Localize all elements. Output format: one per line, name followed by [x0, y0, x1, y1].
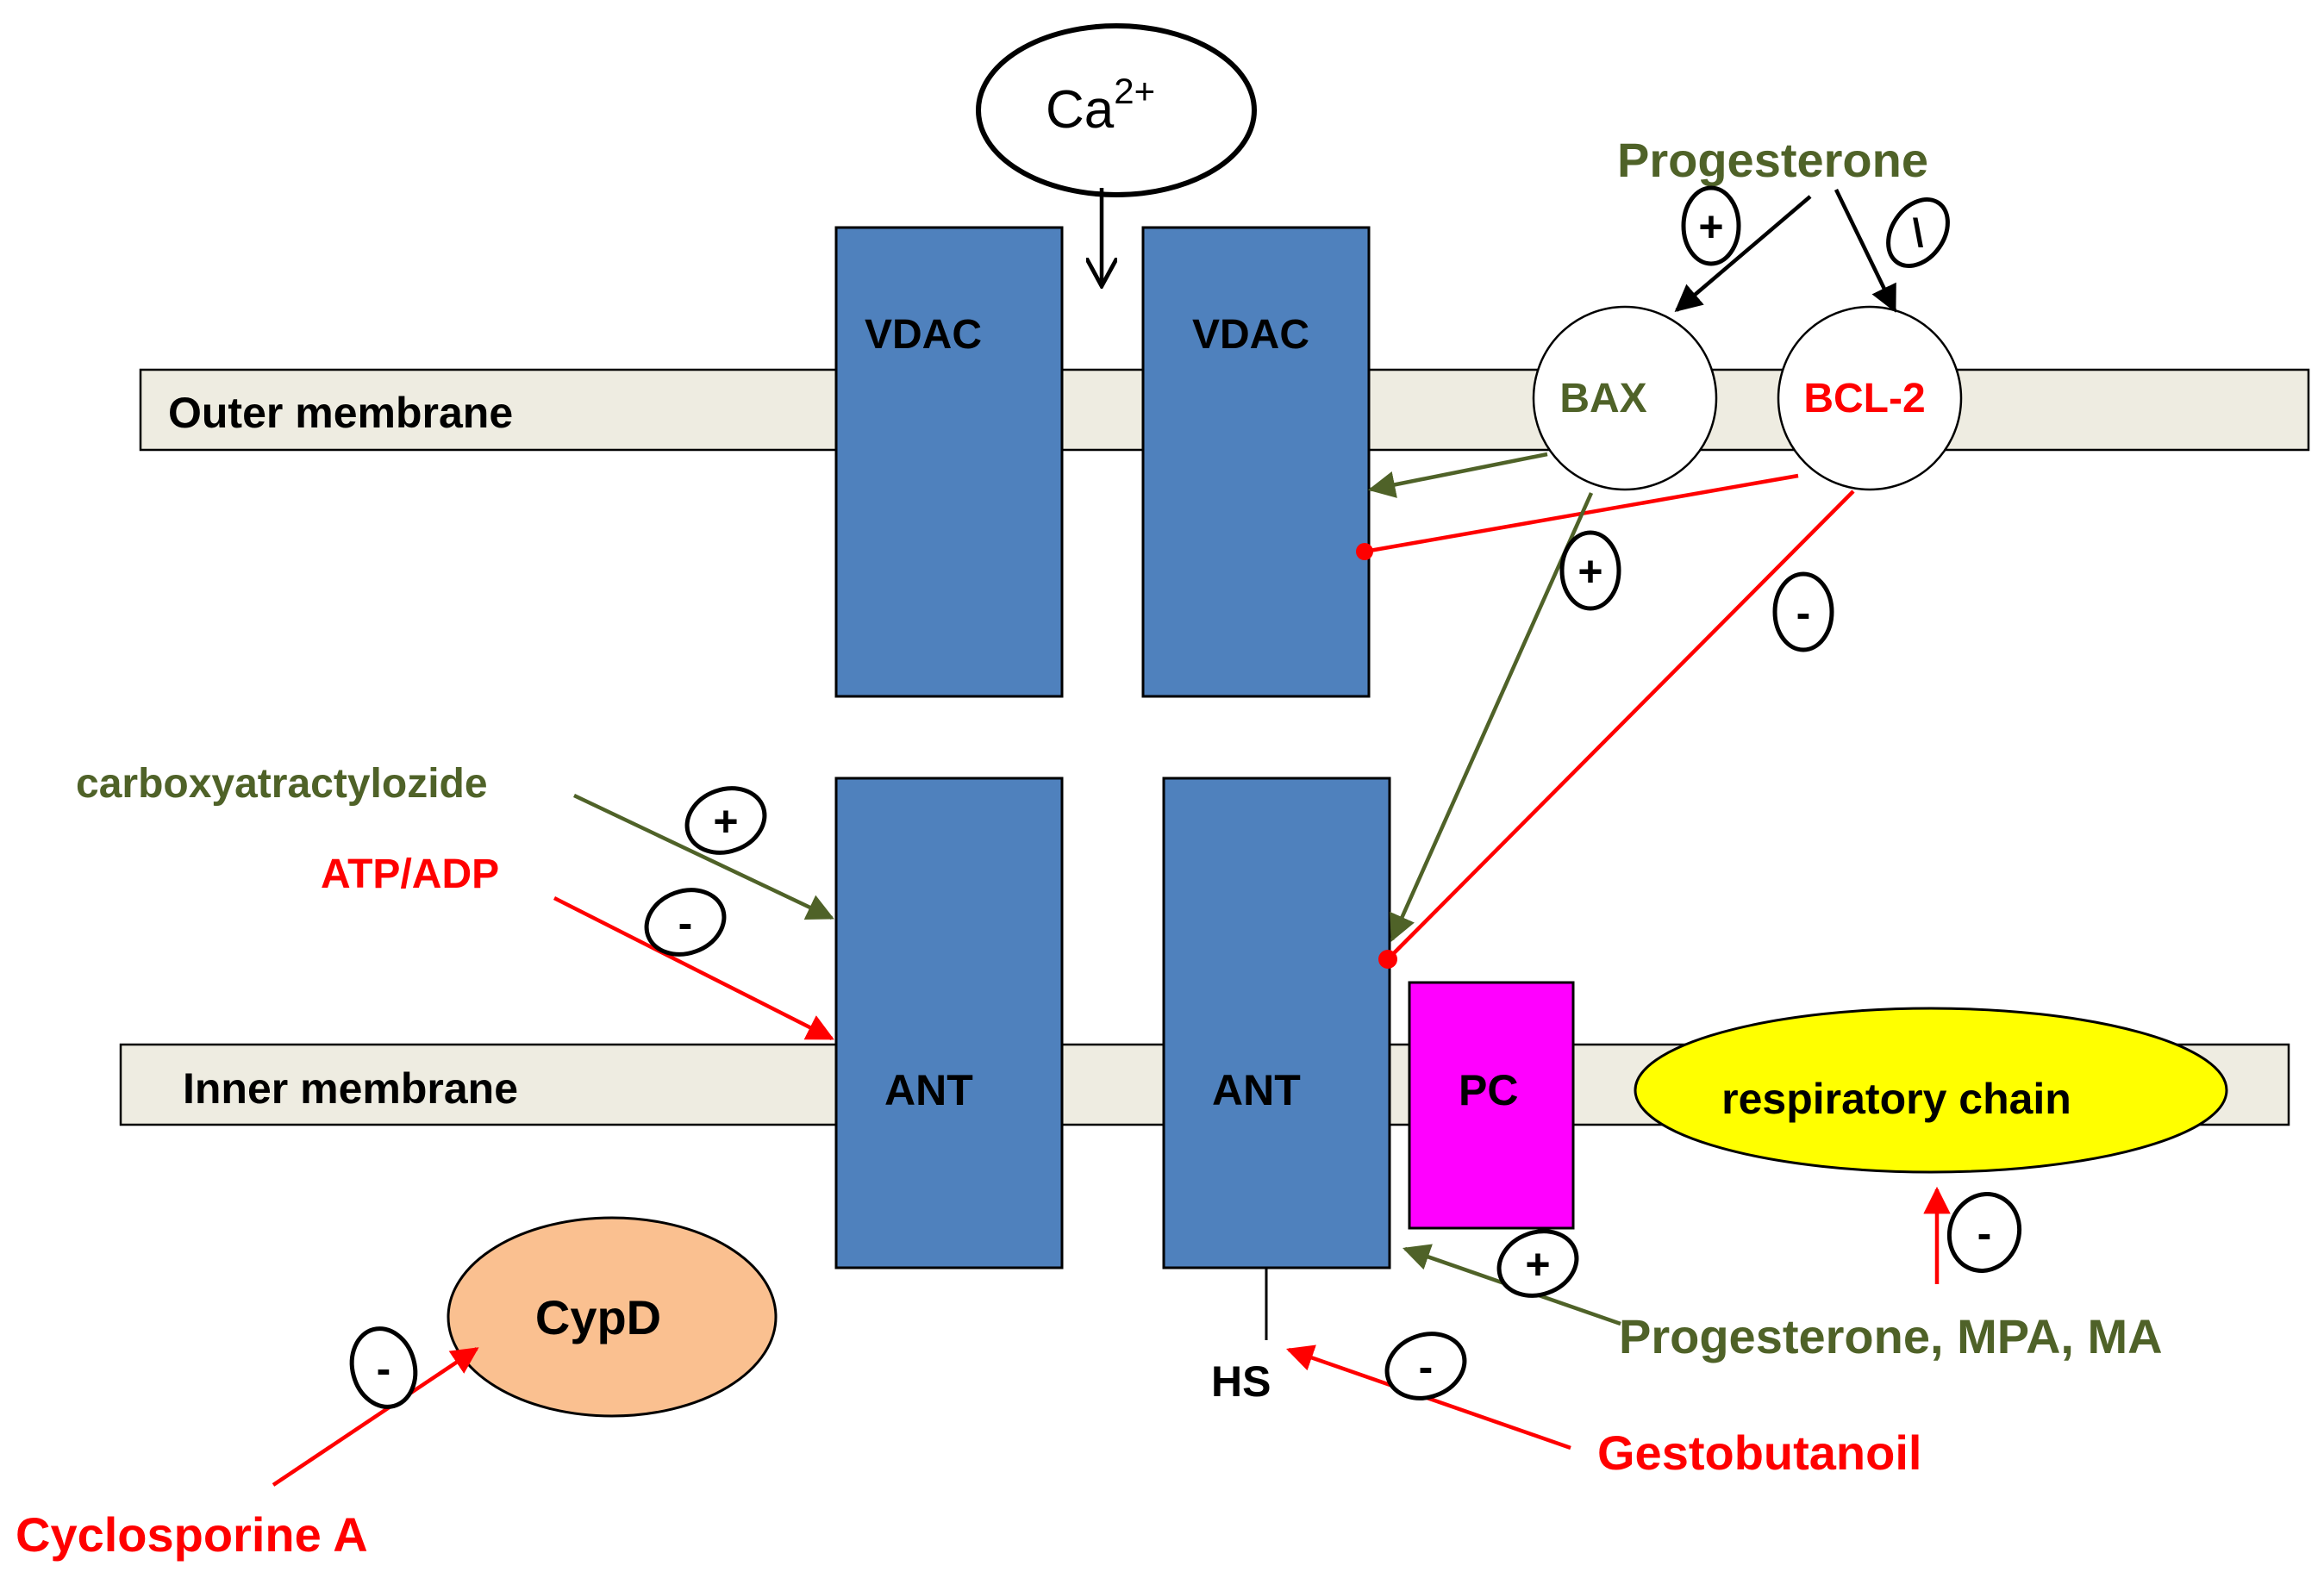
- sign-progesterone-bcl2: \: [1886, 197, 1950, 268]
- cypd-protein: CypD: [447, 1216, 778, 1418]
- respiratory-chain-label: respiratory chain: [1721, 1075, 2071, 1123]
- sign-carboxyatractylozide-ant-text: +: [713, 797, 738, 845]
- sign-bcl2-ant-text: -: [1796, 589, 1811, 637]
- bcl2-label: BCL-2: [1803, 376, 1925, 421]
- calcium-charge: 2+: [1114, 71, 1155, 111]
- sign-bax-ant-text: +: [1577, 547, 1602, 596]
- sign-gestobutanoil-hs-text: -: [1419, 1343, 1434, 1391]
- hs-label: HS: [1211, 1357, 1271, 1406]
- respiratory-chain: respiratory chain: [1634, 1007, 2228, 1174]
- atp-adp-label: ATP/ADP: [321, 852, 499, 897]
- bax-to-ant-arrow: [1390, 492, 1594, 942]
- cyclosporine-to-cypd-arrow: [272, 1347, 479, 1487]
- inner-membrane-label: Inner membrane: [183, 1064, 518, 1113]
- vdac-left: VDAC: [834, 226, 1064, 698]
- sign-progesterone-bax: +: [1681, 185, 1741, 266]
- bcl2-vdac-inhibition-dot: [1356, 543, 1373, 560]
- sign-progesterone-bcl2-text: \: [1913, 210, 1924, 255]
- carboxyatractylozide-label: carboxyatractylozide: [76, 761, 488, 807]
- outer-membrane-label: Outer membrane: [168, 389, 513, 437]
- progesterone-mpa-ma-label: Progesterone, MPA, MA: [1619, 1309, 2163, 1363]
- bax-label: BAX: [1559, 376, 1646, 421]
- ant-left-label: ANT: [884, 1066, 973, 1114]
- bcl2-protein: BCL-2: [1777, 305, 1963, 491]
- ant-right-label: ANT: [1212, 1066, 1301, 1114]
- cyclosporine-a-label: Cyclosporine A: [16, 1507, 368, 1562]
- vdac-left-label: VDAC: [865, 312, 982, 358]
- pc-label: PC: [1459, 1066, 1518, 1114]
- sign-progesterone-bax-text: +: [1698, 203, 1723, 251]
- vdac-right-label: VDAC: [1192, 312, 1309, 358]
- sign-progesterone-mpa-ma-ant: +: [1496, 1229, 1579, 1298]
- progesterone-to-bcl2-arrow: [1834, 189, 1897, 313]
- ant-left: ANT: [834, 777, 1064, 1269]
- sign-atp-adp-ant-text: -: [678, 899, 693, 947]
- gestobutanoil-label: Gestobutanoil: [1597, 1425, 1921, 1480]
- cypd-label: CypD: [535, 1290, 661, 1344]
- sign-respiratory-chain: -: [1946, 1192, 2022, 1273]
- svg-text:Ca2+: Ca2+: [1046, 71, 1155, 140]
- sign-carboxyatractylozide-ant: +: [684, 786, 767, 855]
- bax-to-vdac-arrow: [1367, 452, 1548, 498]
- atp-adp-to-ant-arrow: [553, 895, 834, 1041]
- progesterone-label: Progesterone: [1617, 133, 1928, 187]
- sign-atp-adp-ant: -: [644, 888, 727, 957]
- sign-gestobutanoil-hs: -: [1384, 1332, 1467, 1400]
- calcium-ion: Ca2+: [976, 23, 1257, 197]
- ant-right: ANT: [1162, 777, 1391, 1269]
- calcium-label: Ca: [1046, 80, 1115, 140]
- sign-bax-ant: +: [1559, 530, 1621, 611]
- bcl2-to-ant-inhibition: [1386, 490, 1855, 961]
- sign-cyclosporine-cypd-text: -: [377, 1344, 391, 1393]
- sign-respiratory-chain-text: -: [1977, 1209, 1992, 1257]
- sign-bcl2-ant: -: [1772, 571, 1834, 652]
- progesterone-to-bax-arrow: [1674, 195, 1812, 313]
- sign-progesterone-mpa-ma-ant-text: +: [1525, 1240, 1550, 1288]
- carboxyatractylozide-to-ant-arrow: [573, 793, 834, 920]
- vdac-right: VDAC: [1141, 226, 1371, 698]
- sign-cyclosporine-cypd: -: [349, 1326, 418, 1409]
- bax-protein: BAX: [1532, 305, 1718, 491]
- pc-protein: PC: [1408, 981, 1575, 1230]
- bcl2-ant-inhibition-dot: [1378, 950, 1397, 969]
